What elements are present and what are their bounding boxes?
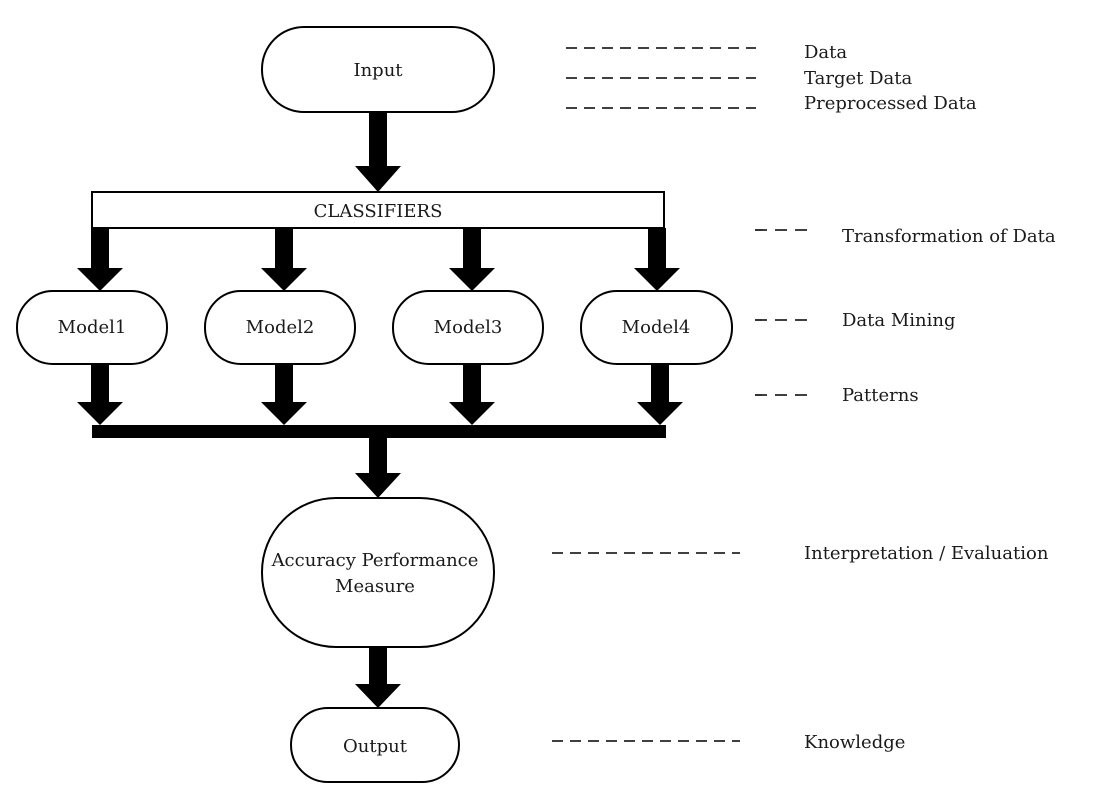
output-node: Output [290, 707, 460, 783]
legend-data-mining: Data Mining [842, 310, 956, 331]
legend-knowledge: Knowledge [804, 732, 905, 753]
arrow-merge-to-measure [355, 438, 401, 498]
legend-data: Data [804, 42, 847, 63]
legend-interpretation: Interpretation / Evaluation [804, 543, 1049, 564]
measure-label-line1: Accuracy Performance [271, 550, 479, 571]
arrow-classifiers-to-model4 [634, 228, 680, 291]
arrow-input-to-classifiers [355, 112, 401, 192]
legend-transformation: Transformation of Data [842, 226, 1056, 247]
model3-node: Model3 [392, 290, 544, 365]
legend-patterns: Patterns [842, 385, 919, 406]
arrow-model2-to-merge [261, 364, 307, 425]
classifiers-bar: CLASSIFIERS [91, 191, 665, 229]
model1-node: Model1 [16, 290, 168, 365]
merge-bar [92, 425, 666, 438]
measure-label-line2: Measure [335, 576, 415, 597]
arrow-measure-to-output [355, 647, 401, 708]
output-label: Output [343, 736, 408, 757]
legend-target-data: Target Data [804, 68, 912, 89]
model2-node: Model2 [204, 290, 356, 365]
arrow-classifiers-to-model1 [77, 228, 123, 291]
arrow-model4-to-merge [637, 364, 683, 425]
model2-label: Model2 [246, 317, 315, 338]
classifiers-label: CLASSIFIERS [314, 201, 443, 222]
arrow-model3-to-merge [449, 364, 495, 425]
arrow-classifiers-to-model2 [261, 228, 307, 291]
legend-preprocessed-data: Preprocessed Data [804, 93, 977, 114]
accuracy-measure-node: Accuracy Performance Measure [261, 497, 495, 648]
arrow-classifiers-to-model3 [449, 228, 495, 291]
model4-label: Model4 [622, 317, 691, 338]
model4-node: Model4 [580, 290, 733, 365]
input-node: Input [261, 26, 495, 113]
input-label: Input [353, 60, 403, 81]
model1-label: Model1 [58, 317, 127, 338]
model3-label: Model3 [434, 317, 503, 338]
arrow-model1-to-merge [77, 364, 123, 425]
